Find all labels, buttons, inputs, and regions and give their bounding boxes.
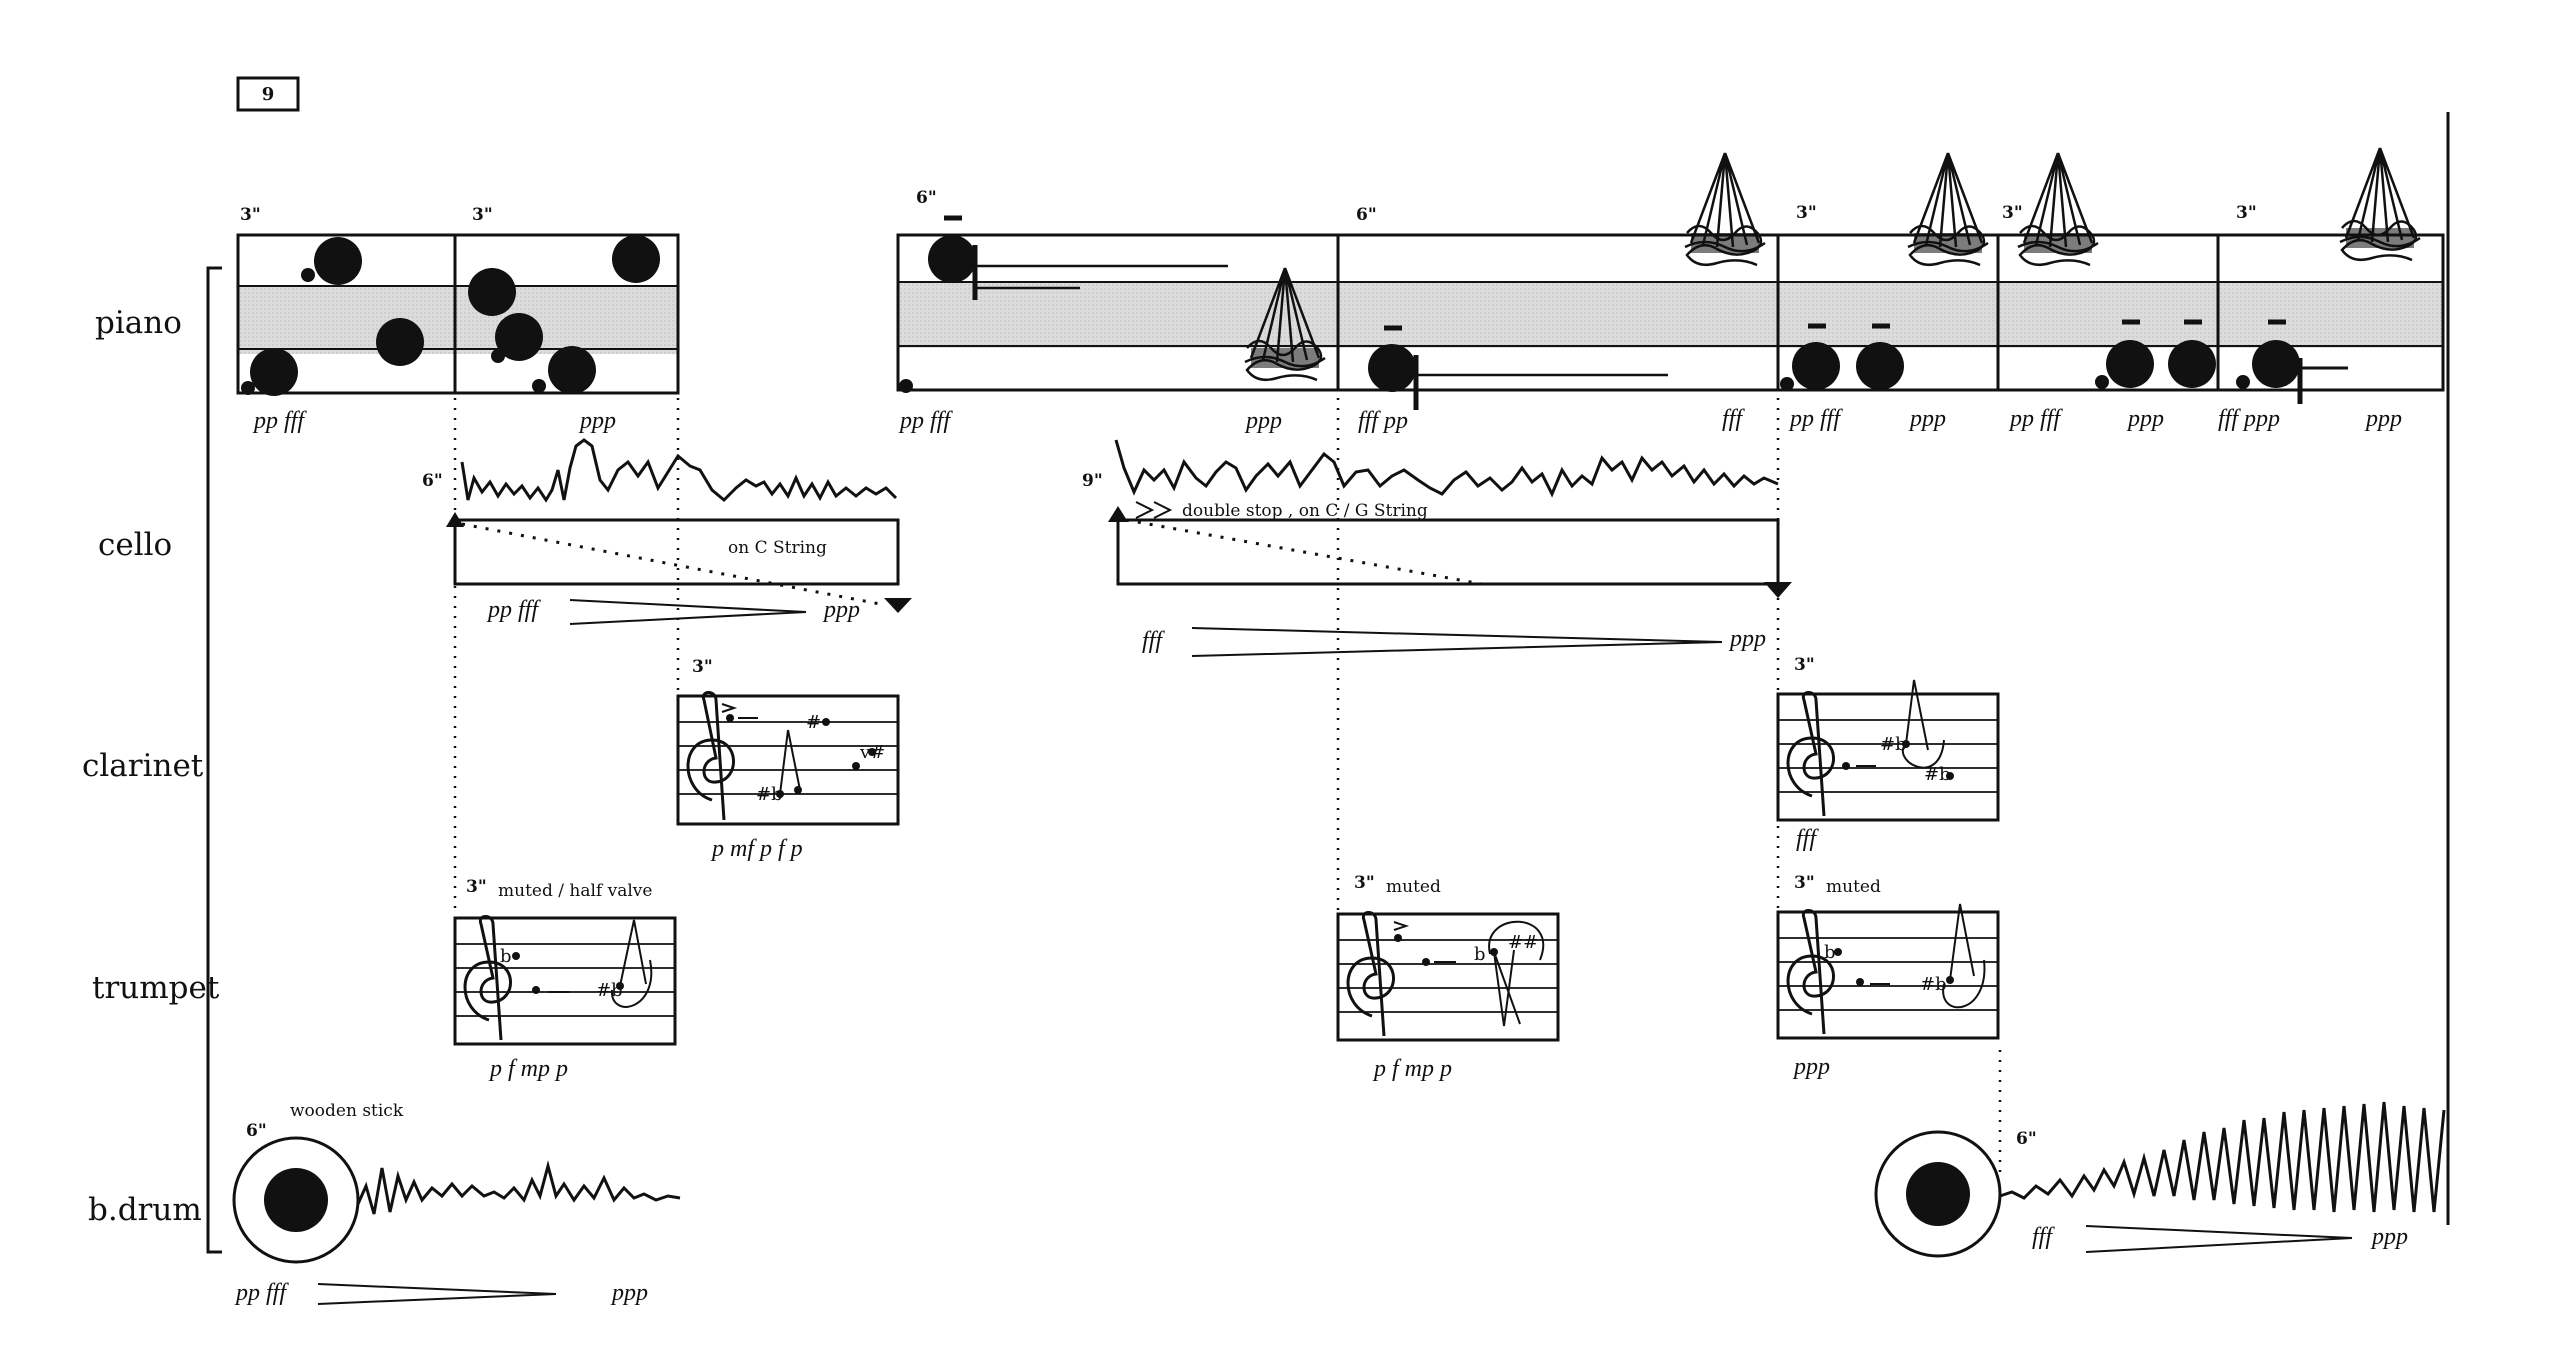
- trumpet-dynamic-1: p f mp p: [488, 1056, 568, 1082]
- trumpet-staff-1: 3" muted / half valve b #b: [453, 877, 677, 1046]
- instrument-label-piano: piano: [95, 305, 182, 341]
- bdrum-wooden-stick-note: wooden stick: [290, 1101, 404, 1121]
- cello-wave-1: [460, 438, 898, 503]
- svg-text:b: b: [1474, 944, 1486, 965]
- piano-duration-3: 6": [916, 188, 937, 208]
- instrument-label-cello: cello: [98, 527, 172, 563]
- piano-duration-4: 6": [1356, 205, 1377, 225]
- svg-text:b: b: [1824, 942, 1836, 963]
- page-number: 9: [262, 84, 275, 105]
- clarinet-dynamic-1: p mf p f p: [710, 836, 803, 862]
- cello-dynamic-2b: ppp: [1728, 626, 1766, 652]
- trumpet-staff-3: 3" muted b #b: [1776, 873, 2000, 1040]
- piano-dynamic-1: pp fff: [252, 408, 307, 434]
- piano-staff: [236, 233, 2445, 395]
- piano-dynamic-12: ppp: [2364, 406, 2402, 432]
- cello-double-stop-note: double stop , on C / G String: [1182, 501, 1428, 521]
- trumpet-duration-3: 3": [1794, 873, 1815, 893]
- piano-dynamic-10: ppp: [2126, 406, 2164, 432]
- trumpet-duration-2: 3": [1354, 873, 1375, 893]
- svg-text:#b: #b: [756, 784, 783, 805]
- svg-text:#: #: [806, 712, 821, 733]
- svg-text:#b: #b: [1920, 974, 1947, 995]
- clarinet-duration-1: 3": [692, 657, 713, 677]
- trumpet-note-muted-2: muted: [1386, 877, 1441, 897]
- piano-dynamic-8: ppp: [1908, 406, 1946, 432]
- piano-dynamic-6: fff: [1722, 406, 1745, 432]
- system-bracket: [206, 266, 222, 1254]
- trumpet-note-muted-half-valve: muted / half valve: [498, 881, 652, 901]
- bdrum-wave-1: [356, 1160, 681, 1215]
- cello-duration-1: 6": [422, 471, 443, 491]
- bdrum-dynamic-1a: pp fff: [234, 1280, 289, 1306]
- piano-cone-clusters: [1244, 147, 2421, 382]
- instrument-label-trumpet: trumpet: [92, 970, 220, 1006]
- cello-c-string-note: on C String: [728, 538, 827, 558]
- cello-box-2: [1108, 501, 1792, 598]
- bdrum-wave-2: [1999, 1101, 2446, 1213]
- page-number-box: 9: [236, 76, 300, 112]
- trumpet-dynamic-2: p f mp p: [1372, 1056, 1452, 1082]
- clarinet-duration-2: 3": [1794, 655, 1815, 675]
- piano-dynamic-5: fff pp: [1358, 408, 1408, 434]
- cello-dynamic-1b: ppp: [822, 597, 860, 623]
- alignment-lines: [453, 398, 2002, 1180]
- bdrum-duration-1: 6": [246, 1121, 267, 1141]
- cello-box-1: [446, 512, 912, 613]
- piano-duration-7: 3": [2236, 203, 2257, 223]
- svg-text:v#: v#: [859, 742, 885, 763]
- cello-duration-2: 9": [1082, 471, 1103, 491]
- piano-duration-6: 3": [2002, 203, 2023, 223]
- cello-dynamic-2a: fff: [1142, 628, 1165, 654]
- bdrum-dynamic-2b: ppp: [2370, 1224, 2408, 1250]
- cello-wave-2: [1114, 439, 1779, 498]
- piano-dynamic-2: ppp: [578, 408, 616, 434]
- instrument-label-clarinet: clarinet: [82, 748, 204, 784]
- trumpet-dynamic-3: ppp: [1792, 1054, 1830, 1080]
- clarinet-staff-2: 3" #b #b: [1776, 655, 2000, 822]
- bdrum-hairpin-2: [2085, 1225, 2353, 1253]
- bdrum-dynamic-2a: fff: [2032, 1224, 2055, 1250]
- piano-accent-dashes: [944, 215, 2286, 331]
- bdrum-hairpin-1: [317, 1283, 557, 1305]
- instrument-label-bdrum: b.drum: [88, 1192, 202, 1228]
- bdrum-duration-2: 6": [2016, 1129, 2037, 1149]
- piano-sustain-lines: [972, 245, 2348, 410]
- piano-duration-5: 3": [1796, 203, 1817, 223]
- cello-hairpin-1: [569, 599, 807, 625]
- bdrum-stroke-2: [1874, 1130, 2002, 1258]
- trumpet-staff-2: 3" muted b ##: [1336, 873, 1560, 1042]
- svg-text:#b: #b: [1880, 734, 1907, 755]
- cello-hairpin-2: [1191, 627, 1723, 657]
- svg-text:##: ##: [1508, 932, 1538, 953]
- svg-text:#b: #b: [1924, 764, 1951, 785]
- bdrum-dynamic-1b: ppp: [610, 1280, 648, 1306]
- piano-dynamic-11: fff ppp: [2218, 406, 2280, 432]
- piano-clusters: [241, 235, 2300, 396]
- cello-dynamic-1a: pp fff: [486, 597, 541, 623]
- svg-text:b: b: [500, 946, 512, 967]
- piano-duration-2: 3": [472, 205, 493, 225]
- clarinet-dynamic-2: fff: [1796, 826, 1819, 852]
- piano-dynamic-9: pp fff: [2008, 406, 2063, 432]
- trumpet-note-muted-3: muted: [1826, 877, 1881, 897]
- piano-duration-1: 3": [240, 205, 261, 225]
- bdrum-stroke-1: [232, 1136, 360, 1264]
- clarinet-staff-1: 3" # #b v#: [676, 657, 900, 826]
- piano-dynamic-3: pp fff: [898, 408, 953, 434]
- svg-text:#b: #b: [596, 980, 623, 1001]
- piano-dynamic-4: ppp: [1244, 408, 1282, 434]
- trumpet-duration-1: 3": [466, 877, 487, 897]
- piano-dynamic-7: pp fff: [1788, 406, 1843, 432]
